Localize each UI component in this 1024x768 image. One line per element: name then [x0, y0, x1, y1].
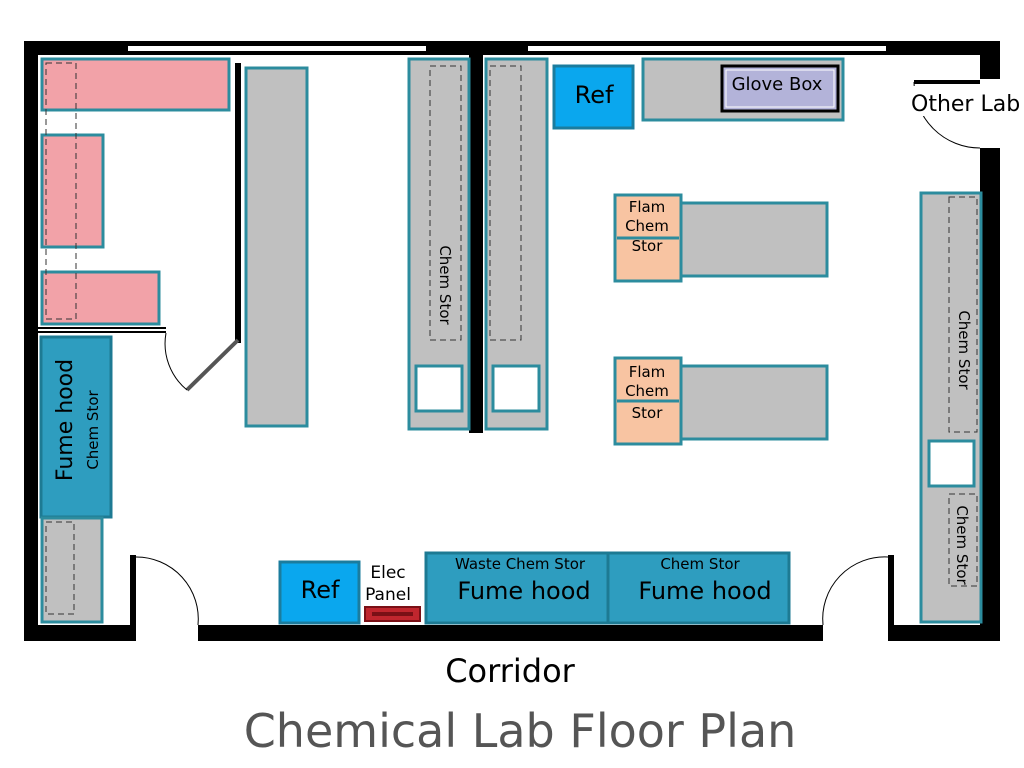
fume-hood-bottom-2: Chem Stor Fume hood: [606, 551, 791, 625]
elec-label-1: Elec: [370, 563, 405, 583]
door-jamb-left: [130, 555, 136, 627]
ref-bottom-label: Ref: [301, 576, 340, 604]
window-right: [528, 46, 886, 51]
fume-hood-bottom-2-label: Fume hood: [638, 577, 771, 605]
fume-hood-bottom-1-label: Fume hood: [457, 577, 590, 605]
bottom-wall-middle: [198, 625, 823, 641]
pink-bench-middle: [40, 133, 105, 249]
chem-2-label: Chem: [625, 382, 669, 400]
stor-2-label: Stor: [632, 404, 664, 422]
flam-unit-2: Flam Chem Stor: [613, 356, 829, 446]
chem-stor-bottom-label: Chem Stor: [660, 555, 740, 573]
chem-stor-right-top-label: Chem Stor: [955, 310, 973, 390]
fume-hood-left: Fume hood Chem Stor: [39, 335, 113, 519]
small-room-benches: [40, 57, 231, 326]
bench-right: Chem Stor Chem Stor: [919, 191, 983, 624]
sink-center-right: [491, 364, 541, 413]
bench-center-right: [484, 57, 549, 431]
small-room-shelf-outline: [45, 62, 77, 320]
door-jamb-right: [888, 555, 894, 627]
chem-stor-left-label: Chem Stor: [84, 390, 102, 470]
elec-panel: Elec Panel: [364, 563, 421, 622]
top-wall: [24, 41, 1000, 55]
left-wall: [24, 41, 38, 641]
fume-hood-left-label: Fume hood: [53, 359, 78, 481]
glove-box: [720, 64, 840, 113]
right-wall-top: [980, 41, 1000, 79]
fume-hood-bottom-1: Waste Chem Stor Fume hood: [424, 551, 610, 625]
sink-right: [927, 439, 976, 488]
bench-left-bottom: [40, 516, 104, 624]
waste-chem-stor-label: Waste Chem Stor: [455, 555, 586, 573]
window-left: [128, 46, 426, 51]
island-bench-1: [679, 201, 829, 278]
pink-bench-bottom: [40, 270, 161, 326]
elec-label-2: Panel: [365, 585, 411, 605]
flam-unit-1: Flam Chem Stor: [613, 193, 829, 283]
door-swing-left: [135, 556, 199, 626]
inner-door-leaf: [185, 338, 240, 392]
center-partition: [469, 41, 483, 433]
door-swing-right: [822, 556, 889, 626]
flam-1-label: Flam: [629, 198, 666, 216]
glove-box-label: Glove Box: [732, 74, 823, 95]
bench-center-left: Chem Stor: [407, 57, 471, 431]
ref-top-label: Ref: [575, 81, 614, 109]
island-bench-2: [679, 364, 829, 441]
page-title: Chemical Lab Floor Plan: [244, 704, 797, 758]
bottom-wall-right: [888, 625, 1000, 641]
stor-1-label: Stor: [632, 237, 664, 255]
right-wall-bottom: [980, 148, 1000, 641]
inner-door-swing: [164, 332, 188, 391]
bottom-wall-left: [24, 625, 136, 641]
long-bench-left: [244, 66, 309, 428]
refrigerator-bottom: Ref: [278, 560, 361, 625]
flam-2-label: Flam: [629, 363, 666, 381]
corridor-label: Corridor: [445, 652, 575, 690]
chem-stor-center-label: Chem Stor: [436, 245, 454, 325]
glove-box-bench: Glove Box: [641, 57, 845, 122]
chem-stor-right-bottom-label: Chem Stor: [953, 505, 971, 585]
pink-bench-top: [40, 57, 231, 112]
chem-1-label: Chem: [625, 217, 669, 235]
refrigerator-top: Ref: [552, 64, 635, 130]
walls: [24, 41, 1000, 641]
sink-center-left: [414, 364, 464, 413]
small-room-wall-vertical: [235, 63, 241, 343]
other-lab-label: Other Lab: [911, 92, 1020, 117]
